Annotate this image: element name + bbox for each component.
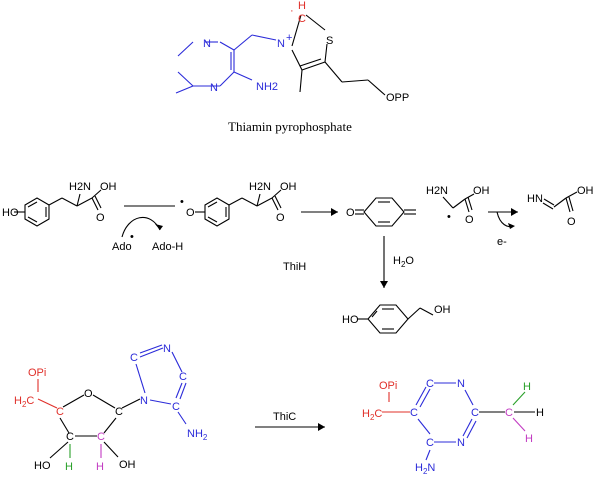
- quinone-o-label: O: [346, 207, 355, 219]
- tyrosyl-radical-structure: • O H2N OH O: [180, 181, 297, 227]
- air-c1-label: C: [115, 406, 123, 418]
- tyr-ho-label: HO: [2, 207, 19, 219]
- imine-hn-label: HN: [527, 193, 543, 205]
- radical-o2-label: O: [276, 212, 285, 224]
- tpp-nh2-label: NH2: [256, 81, 278, 93]
- hmp-c5-label: C: [410, 407, 418, 419]
- thiamin-pyrophosphate-structure: N N NH2 N + S C · H OPP Thiamin pyrophos…: [175, 0, 409, 134]
- water-label: H2O: [393, 255, 414, 269]
- tpp-n1-label: N: [203, 38, 211, 50]
- tpp-h-label: H: [298, 0, 306, 12]
- hmp-c6-label: C: [426, 378, 434, 390]
- ado-label: Ado: [112, 241, 132, 253]
- thic-arrow: ThiC: [255, 411, 325, 431]
- quinone-methide-structure: O: [346, 197, 416, 227]
- hmp-h-right-label: H: [536, 407, 544, 419]
- glycine-radical-structure: H2N • OH O: [426, 185, 490, 226]
- ado-arrow: Ado • Ado-H: [112, 205, 183, 253]
- hmp-c4-label: C: [426, 437, 434, 449]
- gly-oh-label: OH: [473, 185, 490, 197]
- radical-nh2-label: H2N: [249, 181, 271, 193]
- hydroxybenzyl-alcohol-structure: HO OH: [342, 304, 451, 334]
- thih-arrow: ThiH: [283, 208, 338, 273]
- air-nh2-label: NH2: [187, 428, 208, 442]
- ado-h-label: Ado-H: [152, 241, 183, 253]
- tyr-nh2-label: H2N: [69, 181, 91, 193]
- tpp-n3-label: N: [210, 82, 218, 94]
- tyr-o-label: O: [96, 212, 105, 224]
- hmp-h2c-label: H2C: [362, 408, 382, 422]
- tpp-title: Thiamin pyrophosphate: [228, 119, 352, 134]
- hmp-c2-label: C: [471, 407, 479, 419]
- air-ntop-label: N: [163, 343, 171, 355]
- hmp-cmethyl-label: C: [505, 407, 513, 419]
- air-h-green-label: H: [65, 461, 73, 473]
- gly-o-label: O: [465, 214, 474, 226]
- tyr-oh-label: OH: [100, 181, 117, 193]
- hba-ho-label: HO: [342, 314, 359, 326]
- air-oh-label: OH: [119, 459, 136, 471]
- tpp-plus-sign: +: [286, 32, 292, 44]
- air-c3-label: C: [66, 431, 74, 443]
- hmp-nh2-label: H2N: [415, 462, 435, 476]
- air-c-top1-label: C: [130, 352, 138, 364]
- air-c4-label: C: [56, 406, 64, 418]
- thih-label: ThiH: [283, 261, 306, 273]
- ado-radical-dot: •: [130, 231, 134, 243]
- tpp-dot-label: ·: [290, 5, 294, 17]
- tpp-s-label: S: [326, 35, 333, 47]
- tyrosine-structure: HO H2N OH O: [2, 181, 117, 227]
- air-c2-label: C: [97, 431, 105, 443]
- air-h-mag-label: H: [96, 461, 104, 473]
- tpp-nplus-label: N: [277, 38, 285, 50]
- air-h2c-label: H2C: [14, 395, 34, 409]
- imine-oh-label: OH: [577, 185, 594, 197]
- tpp-opp-label: OPP: [386, 92, 409, 104]
- hmp-h-bottom-label: H: [525, 433, 533, 445]
- air-oring-label: O: [84, 388, 93, 400]
- air-opi-label: OPi: [28, 367, 46, 379]
- air-ho-label: HO: [34, 460, 51, 472]
- air-c5-label: C: [172, 401, 180, 413]
- hba-oh-label: OH: [434, 304, 451, 316]
- imine-o-label: O: [567, 216, 576, 228]
- air-c-top2-label: C: [179, 371, 187, 383]
- hmp-opi-label: OPi: [379, 380, 397, 392]
- radical-dot: •: [180, 196, 184, 208]
- radical-oh-label: OH: [280, 181, 297, 193]
- dehydroglycine-structure: HN OH O: [527, 185, 594, 228]
- thic-label: ThiC: [273, 411, 296, 423]
- electron-arrow: e-: [488, 208, 518, 248]
- electron-label: e-: [497, 236, 507, 248]
- hmp-h-top-label: H: [523, 381, 531, 393]
- hydration-arrow: H2O: [380, 236, 414, 288]
- air-n-label: N: [140, 395, 148, 407]
- gly-nh2-label: H2N: [426, 185, 448, 197]
- air-structure: OPi H2C C O C C C HO H H OH N C N C C: [14, 343, 208, 473]
- hmp-n1-label: N: [457, 378, 465, 390]
- hmp-n3-label: N: [457, 437, 465, 449]
- hmp-structure: OPi H2C C C N C N C H2N C H H H: [362, 378, 544, 476]
- gly-radical-dot: •: [447, 211, 451, 223]
- radical-o-label: O: [186, 207, 195, 219]
- tpp-c2-label: C: [298, 13, 306, 25]
